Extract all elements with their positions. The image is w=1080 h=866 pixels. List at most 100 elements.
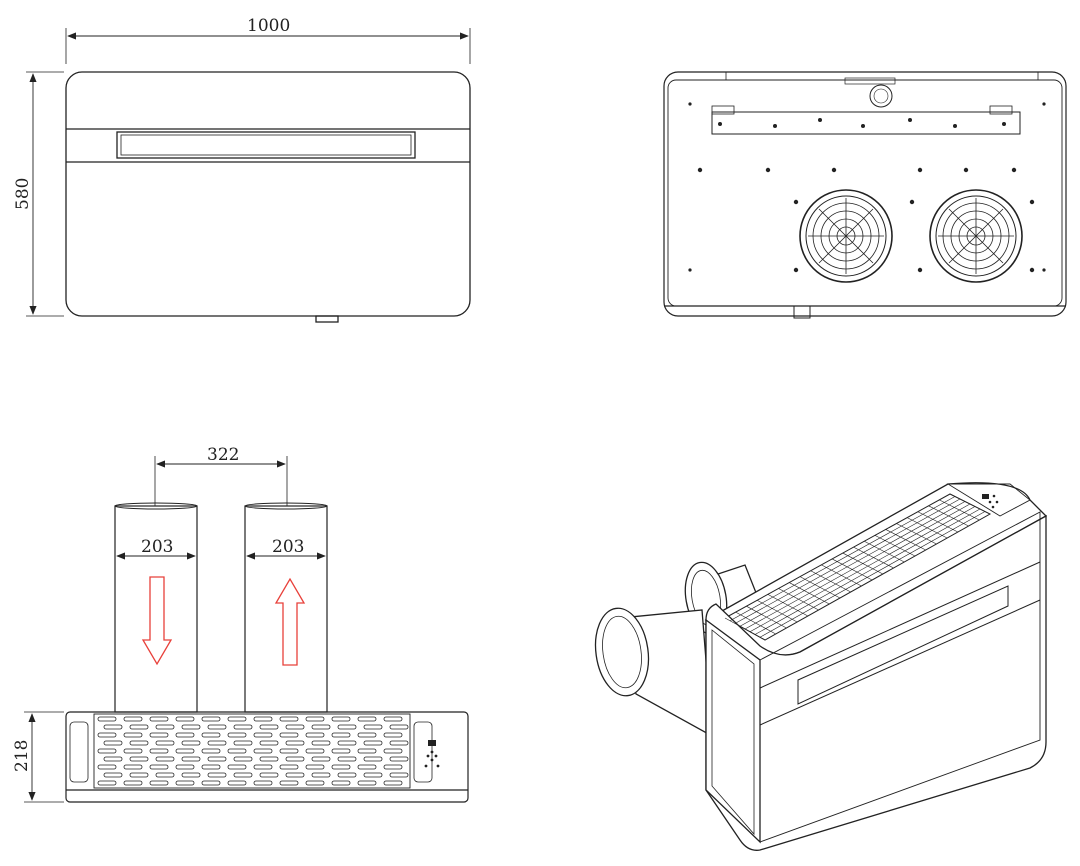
rear-screw-holes xyxy=(688,102,1046,273)
grille-slot xyxy=(97,732,117,738)
grille-slot xyxy=(97,748,117,754)
rear-vent-grille xyxy=(869,84,893,108)
grille-slot xyxy=(337,772,357,778)
grille-slot xyxy=(357,716,377,722)
grille-slot xyxy=(305,764,325,770)
grille-slot xyxy=(305,716,325,722)
grille-slot xyxy=(207,740,227,746)
iso-side-face xyxy=(705,618,761,844)
grille-slot xyxy=(337,756,357,762)
grille-bar xyxy=(739,501,966,627)
unit-depth-label: 218 xyxy=(12,740,32,772)
grille-slot xyxy=(279,716,299,722)
grille-slot xyxy=(155,772,175,778)
grille-slot xyxy=(311,756,331,762)
front-air-outlet xyxy=(116,131,416,159)
grille-slot xyxy=(207,772,227,778)
grille-slot xyxy=(175,732,195,738)
grille-slot xyxy=(123,732,143,738)
grille-slot xyxy=(259,756,279,762)
grille-slot xyxy=(103,740,123,746)
front-width-label: 1000 xyxy=(247,16,290,36)
grille-slot xyxy=(201,748,221,754)
grille-slot xyxy=(123,748,143,754)
grille-bar xyxy=(734,498,961,624)
grille-slot xyxy=(181,724,201,730)
grille-slot xyxy=(207,724,227,730)
grille-bar xyxy=(759,511,986,638)
front-view xyxy=(26,28,471,323)
intake-airflow-arrow xyxy=(141,576,173,666)
isometric-view xyxy=(594,482,1048,851)
grille-slot xyxy=(129,724,149,730)
duct-spacing-label: 322 xyxy=(207,445,239,465)
grille-slot xyxy=(259,772,279,778)
grille-slot xyxy=(279,780,299,786)
grille-slot xyxy=(363,740,383,746)
rear-fan-left xyxy=(799,189,893,283)
grille-slot xyxy=(363,772,383,778)
intake-duct-width-label: 203 xyxy=(141,537,173,557)
grille-slot xyxy=(201,764,221,770)
grille-slot xyxy=(227,748,247,754)
grille-slot xyxy=(383,716,403,722)
grille-slot xyxy=(285,724,305,730)
grille-slot xyxy=(331,780,351,786)
grille-slot xyxy=(331,748,351,754)
grille-slot xyxy=(331,716,351,722)
grille-slot xyxy=(201,732,221,738)
grille-slot xyxy=(123,716,143,722)
grille-slot xyxy=(383,748,403,754)
grille-slot xyxy=(129,772,149,778)
grille-slot xyxy=(331,764,351,770)
grille-slot xyxy=(357,780,377,786)
grille-slot xyxy=(383,732,403,738)
grille-slot xyxy=(97,764,117,770)
grille-slot xyxy=(311,740,331,746)
iso-air-outlet xyxy=(797,585,1009,705)
grille-slot xyxy=(253,716,273,722)
grille-slot xyxy=(175,716,195,722)
grille-slot xyxy=(97,780,117,786)
grille-slot xyxy=(149,716,169,722)
top-unit-body xyxy=(65,711,469,803)
grille-slot xyxy=(357,764,377,770)
grille-slot xyxy=(357,748,377,754)
grille-slot xyxy=(259,740,279,746)
grille-slot xyxy=(253,748,273,754)
grille-slot xyxy=(279,764,299,770)
top-view xyxy=(24,456,469,803)
grille-slot xyxy=(383,780,403,786)
grille-slot xyxy=(155,756,175,762)
grille-slot xyxy=(253,764,273,770)
grille-slot xyxy=(389,724,409,730)
grille-slot xyxy=(253,780,273,786)
grille-slot xyxy=(129,756,149,762)
grille-slot xyxy=(305,732,325,738)
grille-slot xyxy=(103,756,123,762)
grille-slot xyxy=(383,764,403,770)
top-air-grille xyxy=(97,716,409,786)
grille-slot xyxy=(149,732,169,738)
grille-slot xyxy=(305,780,325,786)
grille-slot xyxy=(181,756,201,762)
grille-slot xyxy=(181,740,201,746)
iso-front-duct xyxy=(594,607,713,738)
grille-slot xyxy=(389,772,409,778)
grille-slot xyxy=(227,764,247,770)
grille-slot xyxy=(227,780,247,786)
grille-slot xyxy=(103,772,123,778)
front-height-label: 580 xyxy=(13,178,33,210)
grille-slot xyxy=(123,764,143,770)
grille-slot xyxy=(149,764,169,770)
rear-fan-right xyxy=(929,189,1023,283)
grille-bar xyxy=(754,508,981,635)
grille-slot xyxy=(233,772,253,778)
grille-slot xyxy=(201,780,221,786)
control-panel-icons xyxy=(424,740,440,768)
grille-slot xyxy=(285,756,305,762)
drain-tab xyxy=(315,315,339,323)
grille-slot xyxy=(279,732,299,738)
grille-slot xyxy=(259,724,279,730)
